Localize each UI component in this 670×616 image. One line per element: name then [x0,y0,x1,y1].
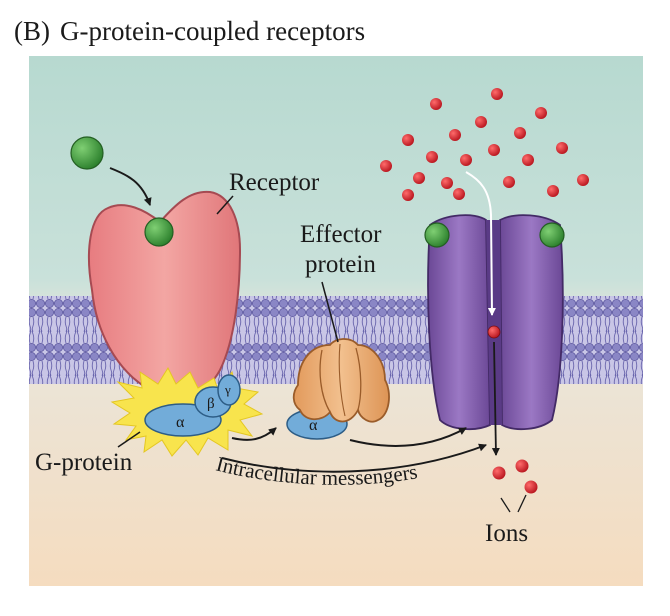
ions-pointer-right [517,494,527,513]
g-protein-pointer [117,431,141,448]
ion-exit-arrow [491,341,500,456]
g-protein-label: G-protein [35,449,133,476]
alpha-subunit-label: α [176,414,185,431]
receptor-label: Receptor [229,169,320,196]
ligand-binding-arrow [109,167,152,206]
figure-title: (B) G-protein-coupled receptors [14,16,365,47]
ions-label: Ions [485,520,528,547]
receptor [87,190,242,398]
beta-subunit-label: β [207,396,215,412]
ligand-free [70,136,104,170]
ion-in-pore [487,325,501,339]
effector-label-line1: Effector [300,221,382,248]
extracellular-ions [380,88,589,201]
effector-label-line2: protein [305,251,376,278]
effector-pointer [321,281,339,343]
free-alpha-label: α [309,417,318,434]
ion-flow-arrow [465,171,496,316]
ion-channel [427,214,564,431]
ligand-bound [144,217,174,247]
effector-protein [292,338,390,423]
panel-letter: (B) [14,16,50,46]
alpha-release-arrow [231,427,277,441]
g-protein [144,374,241,437]
channel-ligand-right [539,222,565,248]
channel-ligand-left [424,222,450,248]
receptor-pointer [216,195,234,215]
gamma-subunit-label: γ [224,382,231,397]
ions-pointer-left [500,497,511,513]
g-protein-gamma [217,374,241,406]
messenger-arrow-lower [221,443,487,473]
intracellular-ions [492,459,538,494]
messenger-arrow-upper [349,427,467,447]
panel-title-text: G-protein-coupled receptors [60,16,366,46]
